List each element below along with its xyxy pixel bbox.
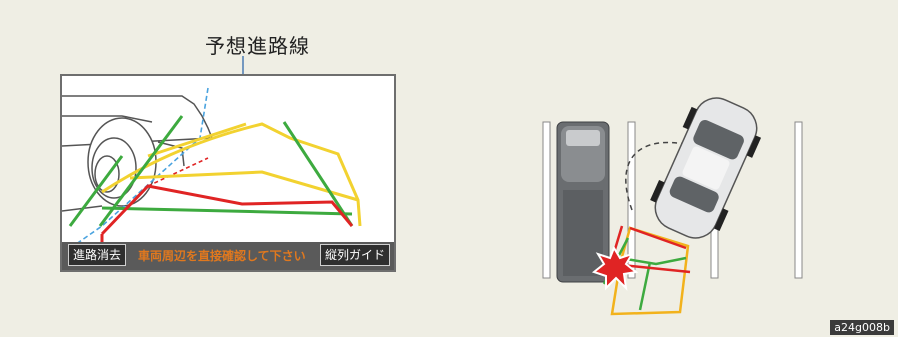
yellow-predicted-course-lines [101, 122, 362, 227]
blue-guide-line [62, 87, 209, 255]
green-guide-lines [68, 115, 354, 227]
camera-view [62, 87, 362, 255]
figure-code-tag: a24g008b [830, 320, 894, 335]
rear-camera-monitor: 進路消去 車両周辺を直接確認して下さい 縦列ガイド [60, 74, 396, 272]
parking-space-lines [542, 121, 803, 279]
parked-truck [556, 121, 610, 283]
parallel-guide-button[interactable]: 縦列ガイド [319, 244, 390, 266]
safety-warning-text: 車両周辺を直接確認して下さい [138, 249, 306, 263]
reversing-car [650, 97, 762, 239]
clear-course-button[interactable]: 進路消去 [68, 244, 127, 266]
collision-warning-icon [591, 245, 639, 291]
monitor-status-bar: 進路消去 車両周辺を直接確認して下さい 縦列ガイド [62, 242, 394, 270]
predicted-course-line-label: 予想進路線 [205, 34, 310, 58]
